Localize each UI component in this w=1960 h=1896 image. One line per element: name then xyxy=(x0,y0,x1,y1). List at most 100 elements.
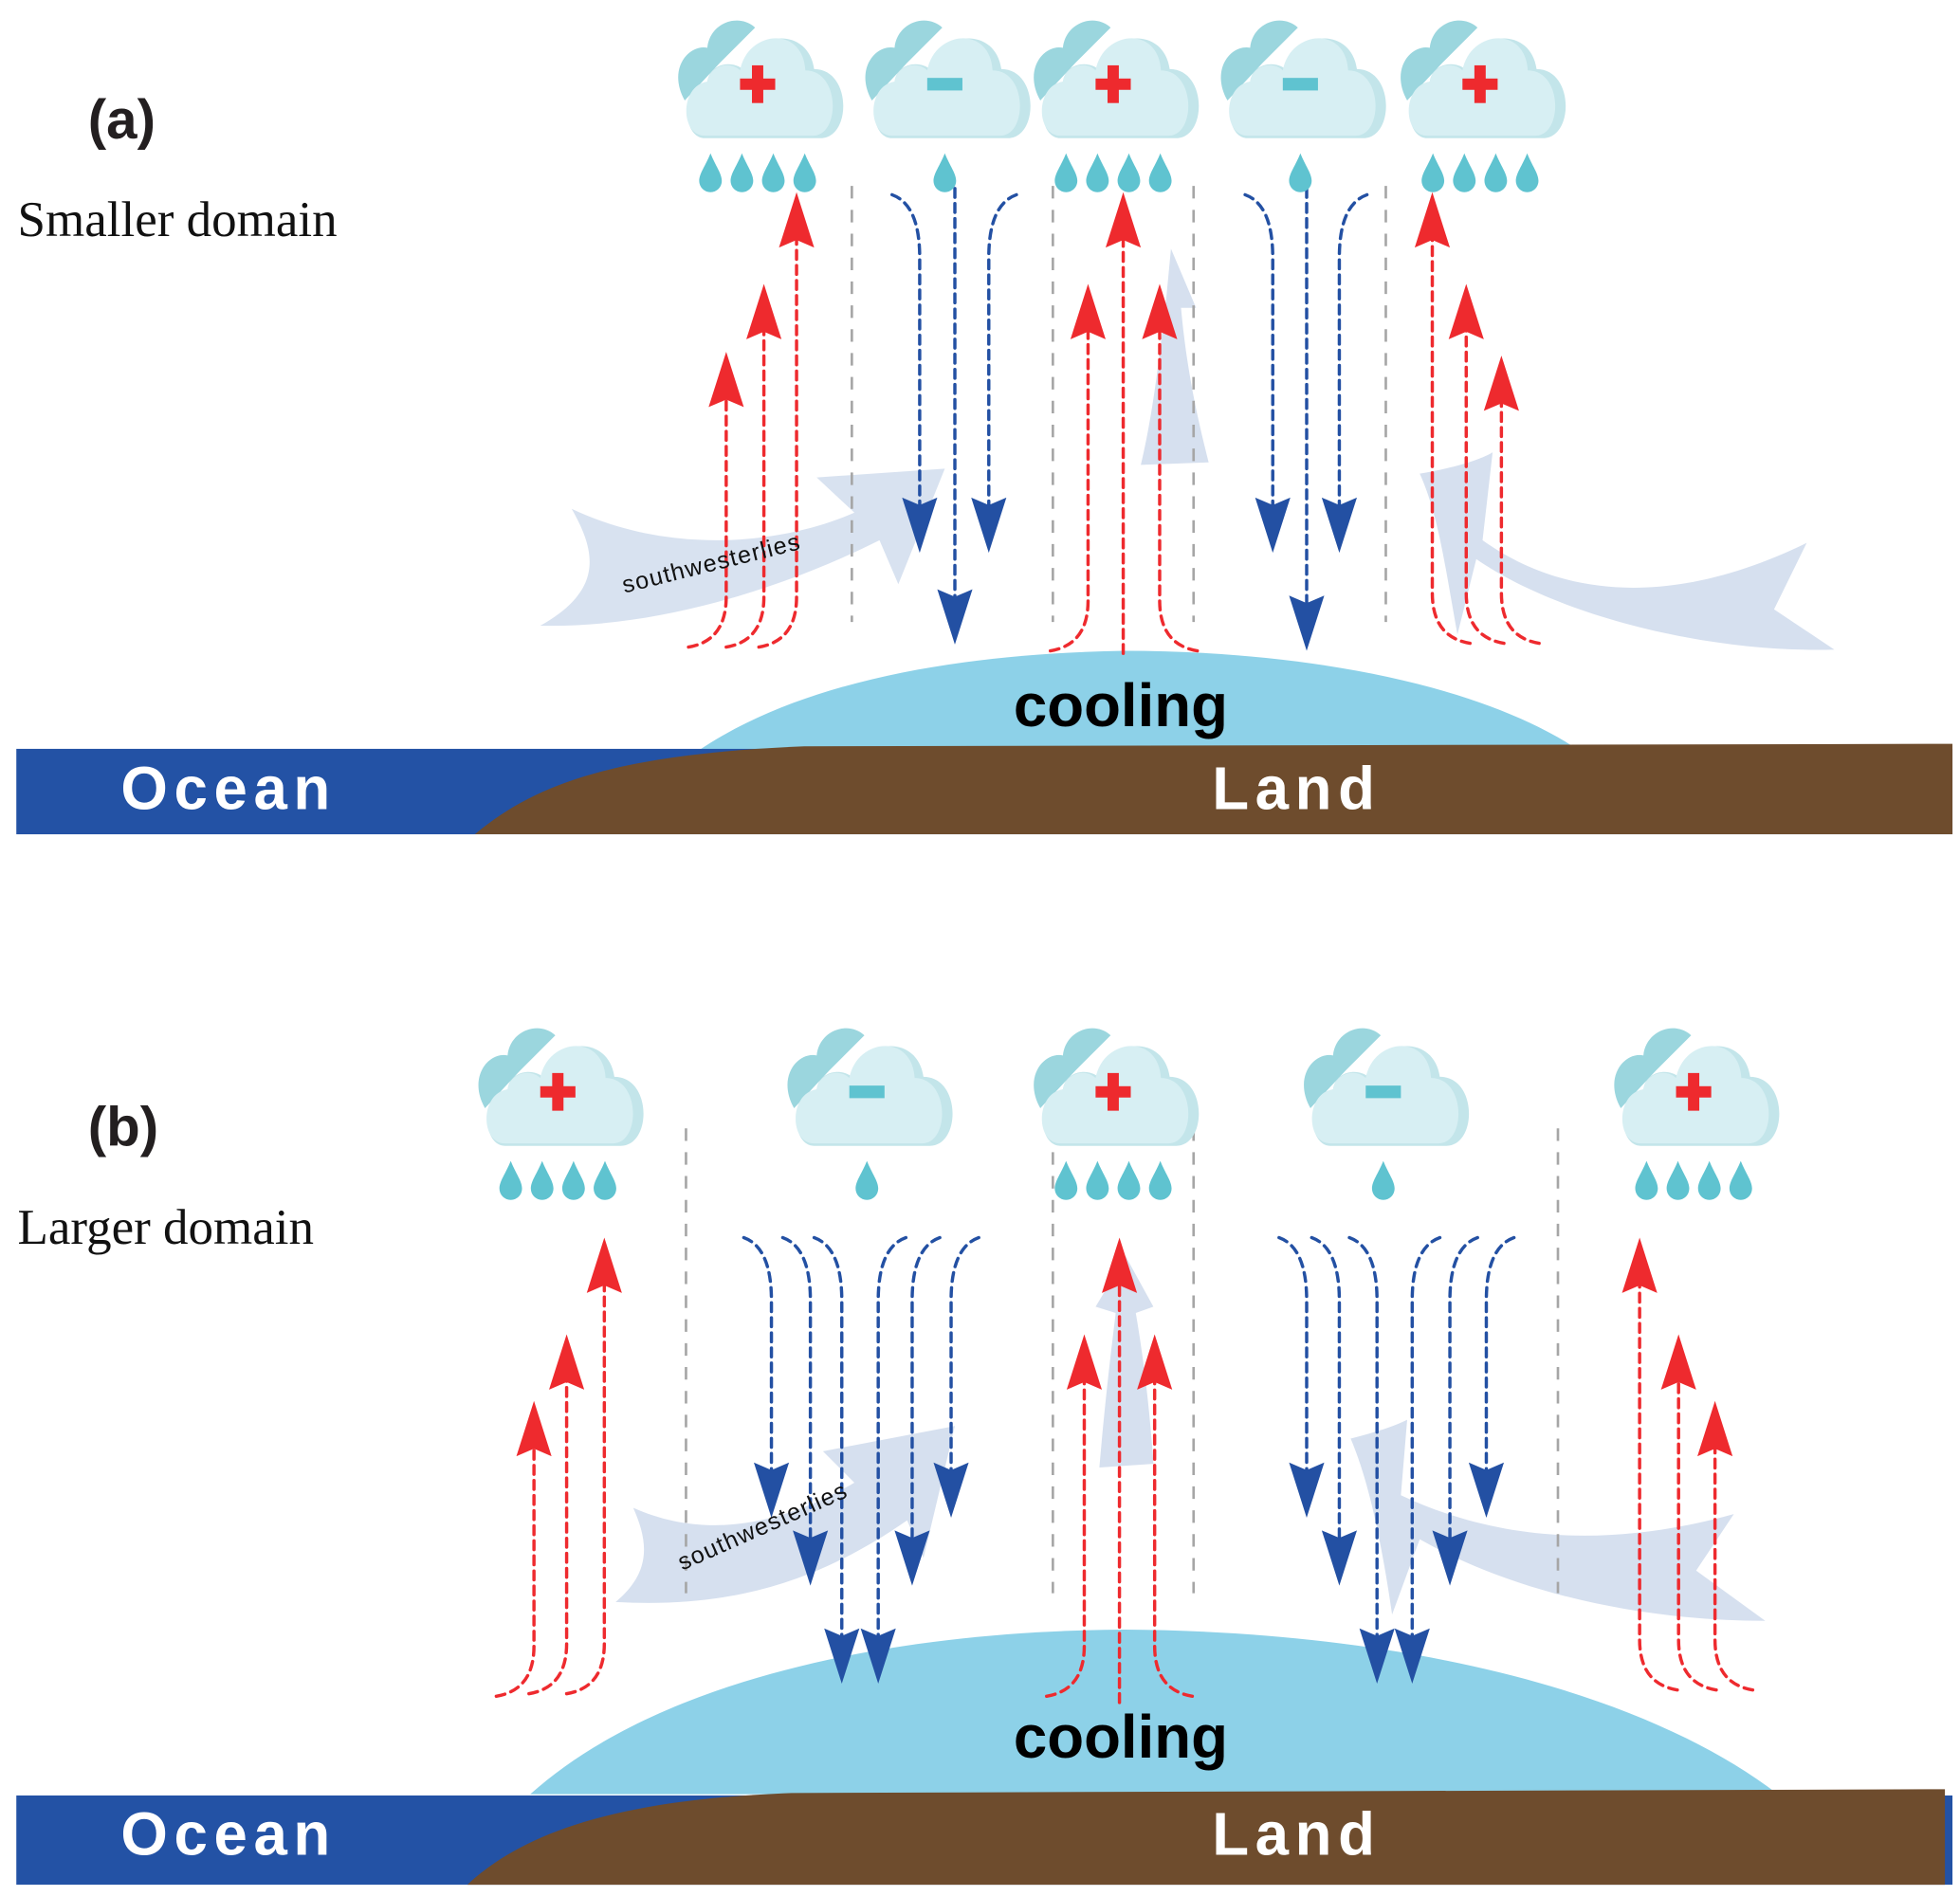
raindrop-icon xyxy=(1054,153,1078,192)
plus-icon xyxy=(740,78,776,90)
raindrop-icon xyxy=(594,1160,616,1200)
updraft-line xyxy=(527,1350,569,1696)
downdraft-arrowhead-icon xyxy=(1468,1462,1505,1519)
raindrop-icon xyxy=(1117,1160,1141,1200)
raindrop-icon xyxy=(1117,153,1141,192)
raindrop-icon xyxy=(730,153,754,192)
downdraft-arrowhead-icon xyxy=(1289,1462,1325,1519)
updraft-arrowhead-icon xyxy=(1483,356,1519,411)
panel-a-label: (a) xyxy=(88,89,156,151)
updraft-line xyxy=(564,1253,607,1696)
raindrop-icon xyxy=(1635,1160,1658,1200)
panel-b-larger-domain: (b) Larger domain cooling Ocean Land sou… xyxy=(16,1028,1953,1886)
updraft-line xyxy=(757,208,798,649)
downdraft-line xyxy=(742,1235,774,1503)
downdraft-arrowhead-icon xyxy=(824,1628,860,1685)
downdraft-arrowhead-icon xyxy=(933,1462,969,1519)
raindrop-icon xyxy=(1086,153,1109,192)
updraft-arrowhead-icon xyxy=(1142,283,1178,339)
southwesterly-wind-arrow xyxy=(540,468,945,627)
rising-wind-arrow xyxy=(1141,248,1209,465)
panel-b-cooling-label: cooling xyxy=(1014,1704,1228,1771)
downdraft-arrowhead-icon xyxy=(902,497,938,554)
land-band xyxy=(467,1789,1946,1886)
panel-b-land-label: Land xyxy=(1212,1800,1381,1868)
updraft-line xyxy=(724,300,766,649)
downdraft-line xyxy=(1410,1235,1442,1668)
back-cloud-icon xyxy=(865,20,943,101)
updraft-line xyxy=(1676,1350,1718,1692)
cloud-minus-3 xyxy=(1220,20,1386,192)
cloud-plus-2 xyxy=(1034,1028,1200,1200)
updraft-line xyxy=(1152,1350,1195,1698)
panel-a-surface xyxy=(16,743,1953,835)
back-cloud-icon xyxy=(1401,20,1478,101)
updraft-line xyxy=(1045,1350,1087,1698)
panel-a-wind-arrows xyxy=(540,248,1835,650)
downdraft-line xyxy=(876,1235,908,1668)
raindrop-icon xyxy=(933,153,957,192)
updraft-arrowhead-icon xyxy=(1066,1334,1103,1390)
panel-a-cooling-label: cooling xyxy=(1014,672,1228,739)
panel-a-domain-title: Smaller domain xyxy=(18,192,338,247)
back-cloud-icon xyxy=(478,1028,556,1108)
plus-icon xyxy=(1095,1085,1131,1098)
updraft-line xyxy=(1048,300,1090,653)
back-cloud-icon xyxy=(1614,1028,1692,1108)
updraft-line xyxy=(1638,1253,1679,1692)
downdraft-arrowhead-icon xyxy=(754,1462,790,1519)
updraft-arrowhead-icon xyxy=(1660,1334,1696,1390)
panel-a-cell-dividers xyxy=(851,186,1387,623)
raindrop-icon xyxy=(1484,153,1508,192)
panel-b-cell-dividers xyxy=(685,1128,1560,1594)
raindrop-icon xyxy=(1148,1160,1172,1200)
easterly-return-wind-arrow xyxy=(1420,452,1835,650)
updraft-line xyxy=(1713,1416,1755,1692)
downdraft-arrowhead-icon xyxy=(1321,1530,1357,1586)
updraft-arrowhead-icon xyxy=(1697,1400,1733,1457)
downdraft-line xyxy=(910,1235,942,1570)
cloud-plus-2 xyxy=(1034,20,1200,192)
back-cloud-icon xyxy=(678,20,756,101)
raindrop-icon xyxy=(1054,1160,1078,1200)
panel-a-clouds xyxy=(678,20,1566,192)
minus-icon xyxy=(1282,78,1318,91)
updraft-line xyxy=(687,367,728,649)
back-cloud-icon xyxy=(787,1028,865,1108)
downdraft-line xyxy=(890,192,922,538)
minus-icon xyxy=(1365,1085,1401,1099)
plus-icon xyxy=(1676,1085,1712,1098)
raindrop-icon xyxy=(1086,1160,1109,1200)
updraft-arrowhead-icon xyxy=(1137,1334,1173,1390)
panel-a-ocean-label: Ocean xyxy=(120,756,337,823)
downdraft-arrowhead-icon xyxy=(971,497,1007,554)
updraft-arrowhead-icon xyxy=(1621,1237,1658,1293)
panel-b-domain-title: Larger domain xyxy=(18,1200,314,1255)
downdraft-line xyxy=(812,1235,844,1668)
panel-b-vertical-motion xyxy=(494,1235,1755,1705)
downdraft-arrowhead-icon xyxy=(1394,1628,1430,1685)
downdraft-line xyxy=(1243,192,1274,538)
cloud-plus-0 xyxy=(678,20,844,192)
raindrop-icon xyxy=(1697,1160,1721,1200)
back-cloud-icon xyxy=(1304,1028,1382,1108)
panel-a-land-label: Land xyxy=(1212,756,1381,823)
raindrop-icon xyxy=(1421,153,1445,192)
raindrop-icon xyxy=(1371,1160,1395,1200)
land-band xyxy=(474,743,1953,835)
panel-b-ocean-label: Ocean xyxy=(120,1800,337,1868)
cloud-plus-4 xyxy=(1401,20,1566,192)
downdraft-line xyxy=(1277,1235,1309,1503)
updraft-arrowhead-icon xyxy=(1102,1237,1138,1293)
raindrop-icon xyxy=(1729,1160,1752,1200)
southwesterly-wind-arrow xyxy=(615,1426,955,1603)
plus-icon xyxy=(1095,78,1131,90)
raindrop-icon xyxy=(761,153,785,192)
panel-b-surface xyxy=(16,1789,1953,1886)
minus-icon xyxy=(849,1085,885,1099)
rising-wind-arrow xyxy=(1095,1256,1154,1468)
panel-a-vertical-motion xyxy=(687,187,1541,655)
raindrop-icon xyxy=(561,1160,585,1200)
updraft-line xyxy=(494,1416,536,1698)
